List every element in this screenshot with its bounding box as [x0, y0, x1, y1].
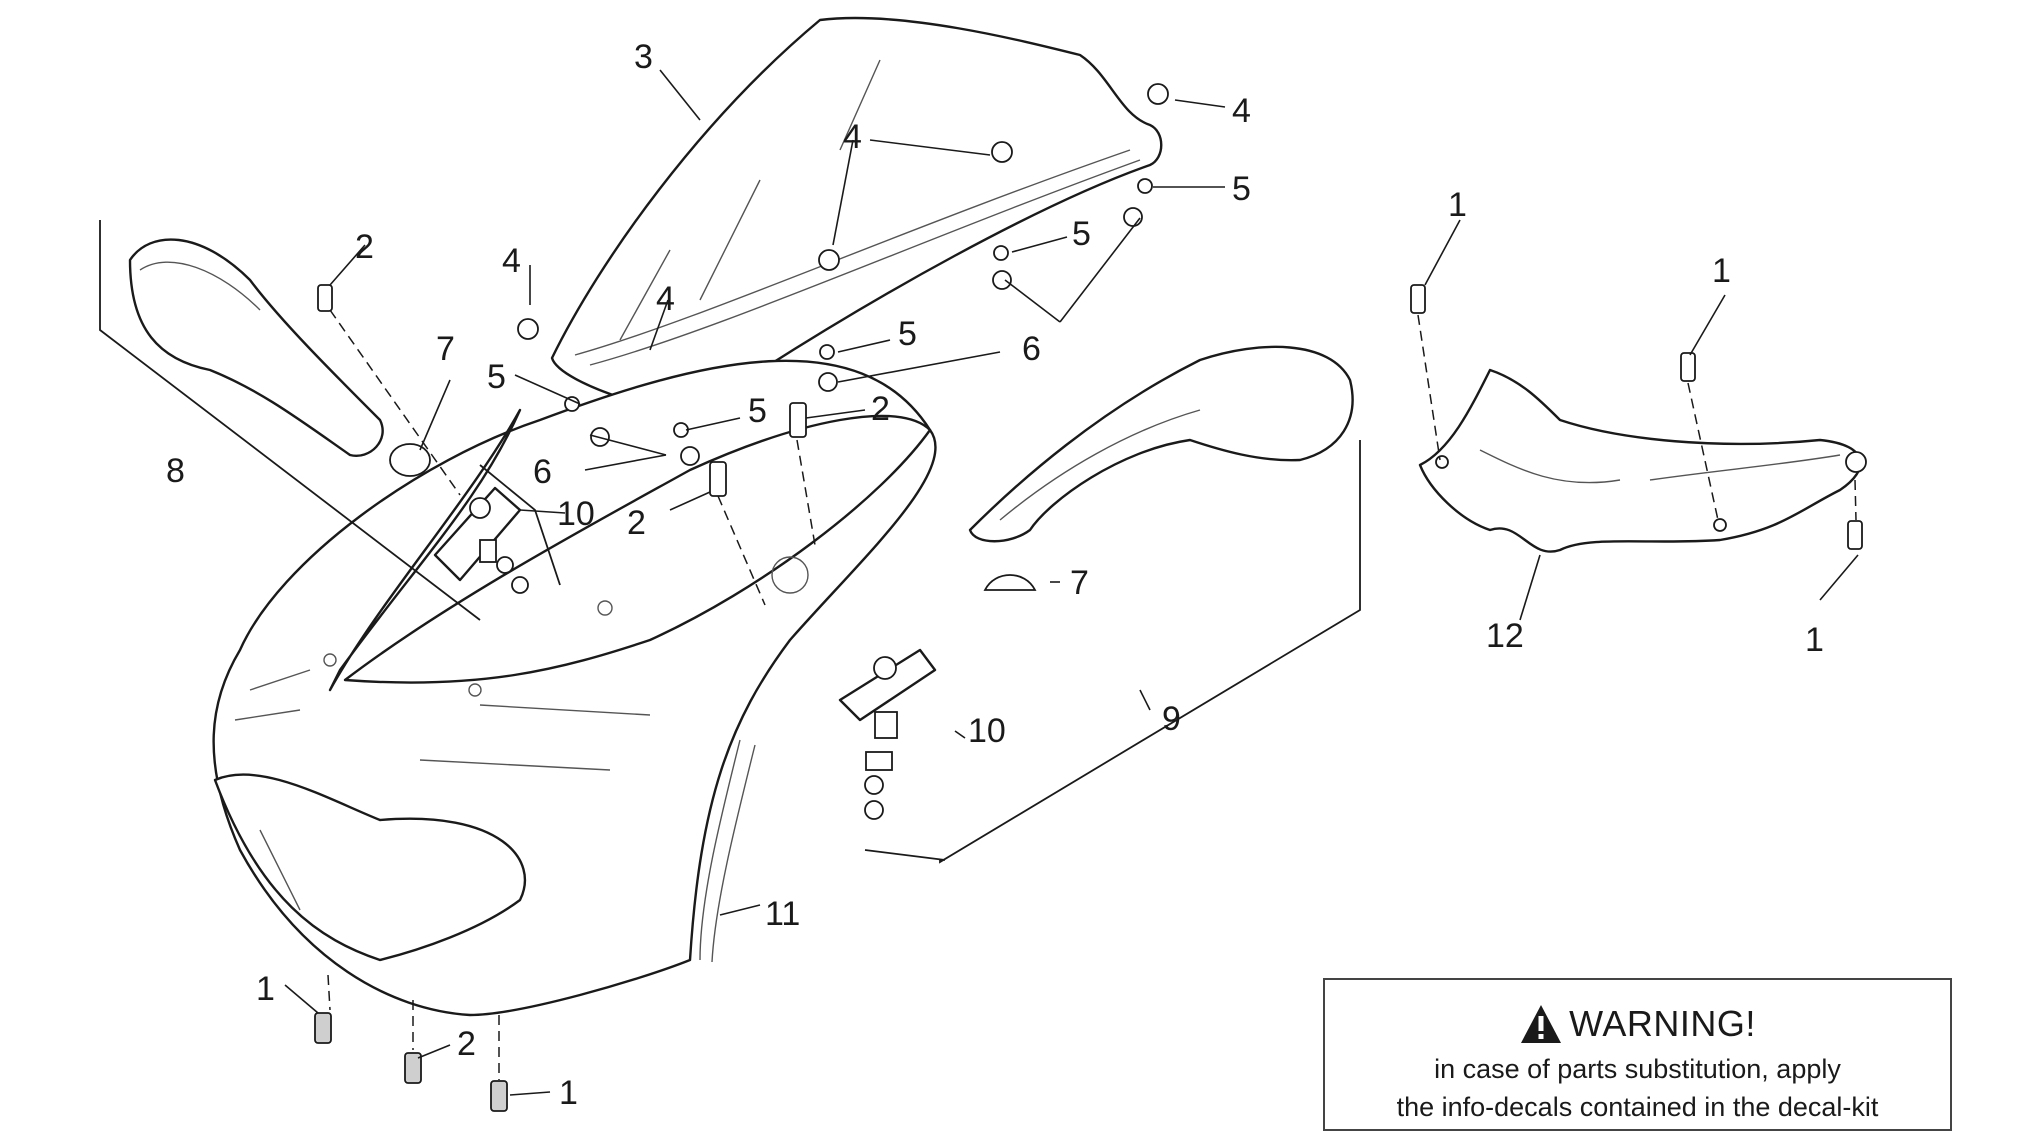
callout-1: 1: [256, 970, 275, 1008]
callout-10: 10: [968, 712, 1006, 750]
callout-4: 4: [656, 280, 675, 318]
callout-6: 6: [533, 453, 552, 491]
callout-3: 3: [634, 38, 653, 76]
assembly-brackets: [99, 220, 1361, 864]
warning-title: WARNING!: [1569, 1003, 1756, 1044]
callout-2: 2: [355, 228, 374, 266]
callout-1: 1: [559, 1074, 578, 1112]
callout-6: 6: [1022, 330, 1041, 368]
windscreen: [550, 16, 1163, 413]
callout-1: 1: [1712, 252, 1731, 290]
callout-2: 2: [871, 390, 890, 428]
callout-4: 4: [1232, 92, 1251, 130]
callout-2: 2: [457, 1025, 476, 1063]
callout-5: 5: [1072, 215, 1091, 253]
callout-5: 5: [487, 358, 506, 396]
warning-line-1: in case of parts substitution, apply: [1434, 1054, 1841, 1084]
warning-box: WARNING! in case of parts substitution, …: [1323, 978, 1952, 1131]
mount-plate-right: [838, 648, 937, 820]
callout-7: 7: [1070, 564, 1089, 602]
hardware: [314, 83, 1863, 1112]
callout-4: 4: [843, 118, 862, 156]
fairing-bracket: [1418, 368, 1867, 553]
warning-triangle-icon: [1521, 1005, 1562, 1043]
callout-12: 12: [1486, 617, 1524, 655]
warning-title-row: WARNING!: [1325, 998, 1950, 1050]
right-mirror: [968, 345, 1354, 591]
callout-10: 10: [557, 495, 595, 533]
left-mirror: [128, 238, 431, 477]
warning-line-2: the info-decals contained in the decal-k…: [1396, 1092, 1879, 1122]
callout-4: 4: [502, 242, 521, 280]
callout-11: 11: [765, 895, 800, 933]
callout-9: 9: [1162, 700, 1181, 738]
callout-8: 8: [166, 452, 185, 490]
callout-5: 5: [748, 392, 767, 430]
leader-lines: [284, 69, 1859, 1096]
assembly-lines: [327, 309, 1857, 1080]
callout-labels: 3 4 4 4 4 5 5 5 5 5 6 6 2 2 2 2 7 7 8 9 …: [166, 38, 1824, 1112]
front-fairing: [212, 359, 937, 1017]
callout-5: 5: [1232, 170, 1251, 208]
callout-1: 1: [1805, 621, 1824, 659]
callout-1: 1: [1448, 186, 1467, 224]
callout-5: 5: [898, 315, 917, 353]
mount-plate-left: [433, 486, 529, 594]
callout-7: 7: [436, 330, 455, 368]
callout-2: 2: [627, 504, 646, 542]
